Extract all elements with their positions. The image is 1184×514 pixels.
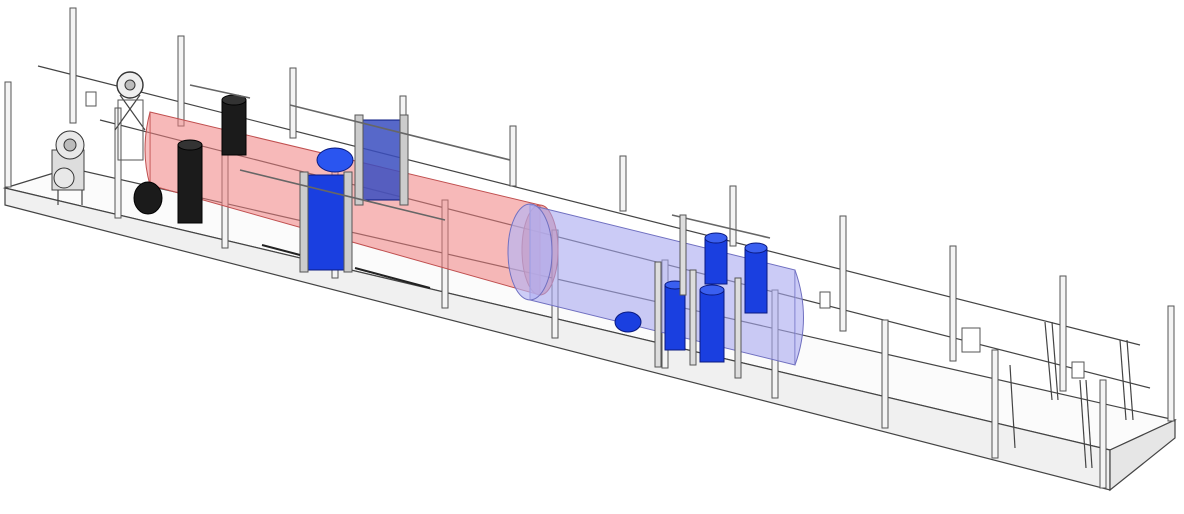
cold-zone-frames	[654, 214, 742, 379]
coil-stack-icon	[133, 94, 247, 224]
hose-reel-icon	[114, 71, 146, 161]
ladder-rack-icon	[1009, 321, 1134, 469]
fan-blower-icon	[51, 130, 85, 205]
floor-rails	[261, 244, 431, 289]
blue-coil-stacks	[614, 232, 768, 363]
cold-zone-tunnel	[507, 203, 804, 366]
overhead-gantry-rails	[189, 84, 771, 239]
wall-junction-boxes	[85, 91, 1085, 379]
